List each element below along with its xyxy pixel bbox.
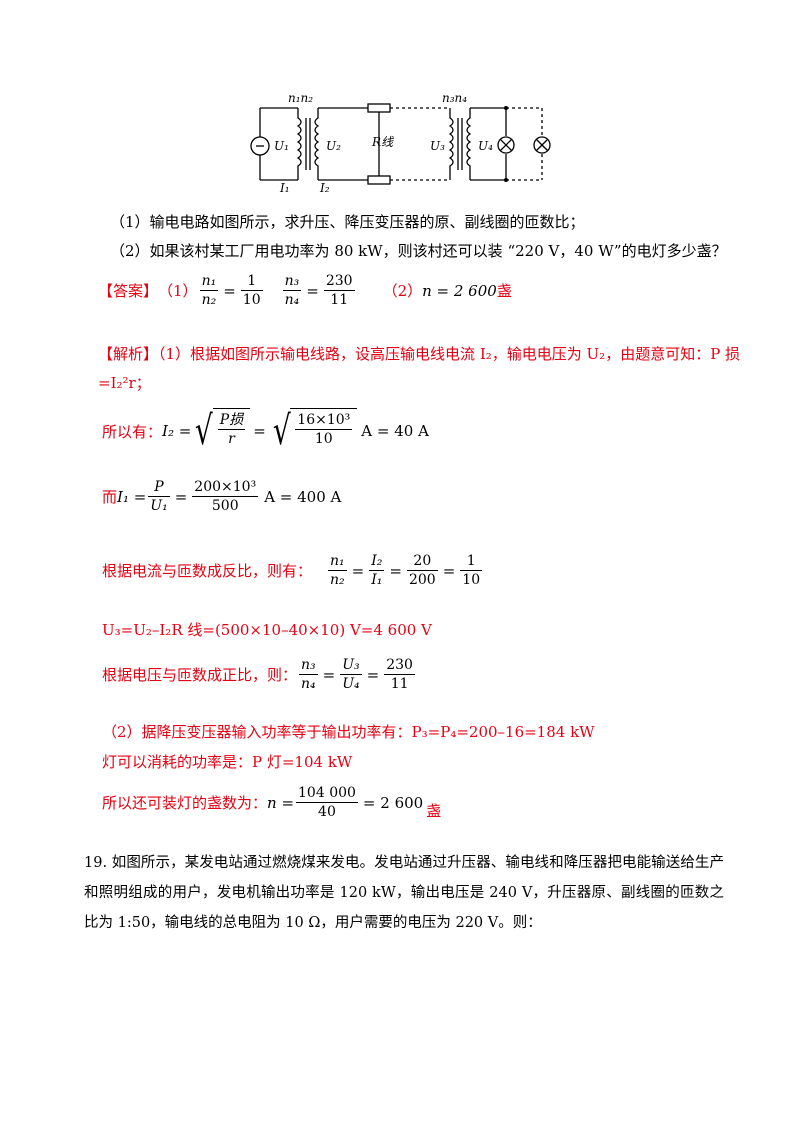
direct-text: 根据电压与匝数成正比，则：: [102, 666, 298, 684]
answer-part2: （2）: [382, 282, 423, 300]
label-u3: U₃: [430, 139, 445, 153]
so-text: 所以有：: [102, 422, 163, 441]
count-lhs: n =: [267, 793, 295, 812]
label-r-line: R线: [371, 135, 394, 149]
analysis-line1: 【解析】（1）根据如图所示输电线路，设高压输电线电流 I₂，输电电压为 U₂，由…: [98, 344, 740, 364]
count-result: = 2 600: [362, 793, 424, 812]
label-n3n4: n₃n₄: [442, 91, 467, 105]
question-19: 19. 如图所示，某发电站通过燃烧煤来发电。发电站通过升压器、输电线和降压器把电…: [84, 855, 724, 931]
answer-unit: 盏: [496, 282, 512, 300]
circuit-diagram: n₁n₂ n₃n₄ U₁ U₂ R线 U₃ U₄ I₁ I₂: [250, 91, 551, 195]
i1-result: A = 400 A: [264, 487, 342, 506]
label-i2: I₂: [319, 181, 330, 195]
lamp-power-line: 灯可以消耗的功率是：P 灯=104 kW: [102, 753, 353, 771]
question-2: （2）如果该村某工厂用电功率为 80 kW，则该村还可以装 “220 V，40 …: [110, 242, 727, 260]
answer-part1: （1）: [158, 282, 198, 300]
i2-result: A = 40 A: [361, 422, 429, 440]
label-u4: U₄: [478, 139, 493, 153]
label-n1n2: n₁n₂: [288, 91, 313, 105]
count-unit: 盏: [426, 802, 442, 820]
answer-label: 【答案】: [98, 282, 159, 300]
answer-n: n = 2 600: [422, 281, 497, 300]
analysis-line2: =I₂²r；: [98, 374, 151, 392]
label-i1: I₁: [279, 181, 290, 195]
count-label: 所以还可装灯的盏数为：: [102, 794, 268, 812]
part2-line: （2）据降压变压器输入功率等于输出功率有：P₃=P₄=200–16=184 kW: [102, 723, 595, 741]
u3-line: U₃=U₂–I₂R 线=(500×10–40×10) V=4 600 V: [102, 621, 432, 639]
er-text: 而: [102, 488, 118, 506]
label-u1: U₁: [274, 139, 289, 153]
i2-lhs: I₂ =: [162, 422, 192, 440]
analysis-label: 【解析】: [98, 345, 159, 363]
i1-lhs: I₁ =: [117, 487, 147, 506]
question-1: （1）输电电路如图所示，求升压、降压变压器的原、副线圈的匝数比；: [110, 213, 585, 231]
inverse-text: 根据电流与匝数成反比，则有：: [102, 562, 313, 580]
analysis-text1: （1）根据如图所示输电线路，设高压输电线电流 I₂，输电电压为 U₂，由题意可知…: [158, 345, 741, 363]
label-u2: U₂: [326, 139, 341, 153]
